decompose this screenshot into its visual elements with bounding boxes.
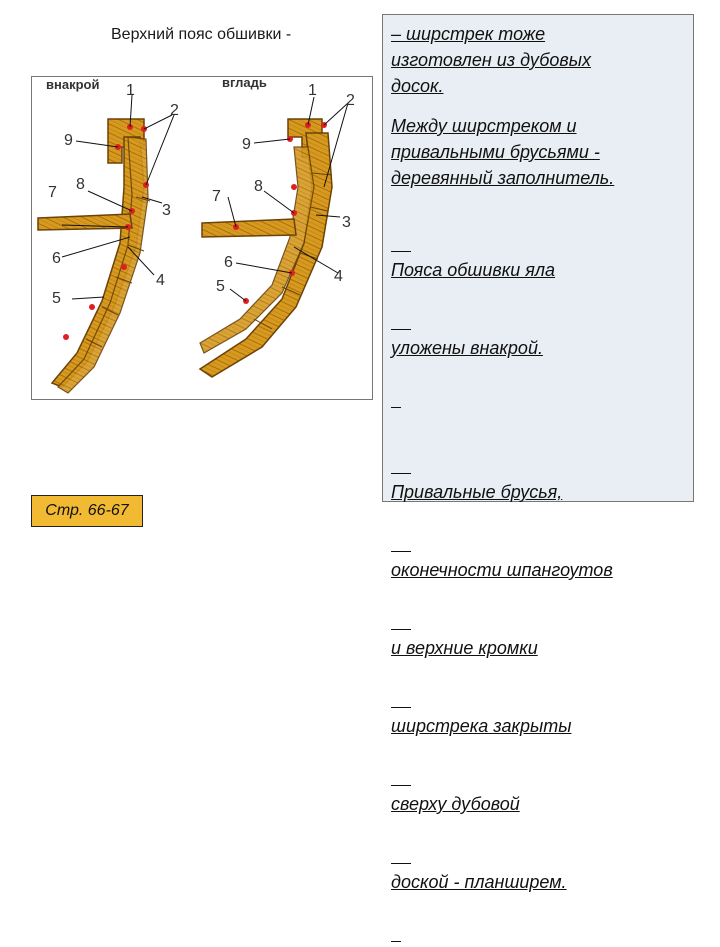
- label-l-5: 5: [52, 290, 61, 307]
- description-paragraph-3: Пояса обшивки яла уложены внакрой.: [391, 205, 689, 413]
- label-l-1: 1: [126, 82, 135, 99]
- description-paragraph-1: – ширстрек тоже изготовлен из дубовых до…: [391, 21, 689, 99]
- label-r-9: 9: [242, 136, 251, 153]
- label-r-6: 6: [224, 254, 233, 271]
- text-line: деревянный заполнитель.: [391, 168, 615, 188]
- description-paragraph-4: Привальные брусья, оконечности шпангоуто…: [391, 427, 689, 947]
- description-panel: – ширстрек тоже изготовлен из дубовых до…: [382, 14, 694, 892]
- label-r-5: 5: [216, 278, 225, 295]
- lapstrake-planks: [57, 136, 149, 394]
- description-paragraph-2: Между ширстреком и привальными брусьями …: [391, 113, 689, 191]
- label-r-4: 4: [334, 268, 343, 285]
- lapstrake-strake-lines: [85, 196, 151, 348]
- hull-section-diagram: внакрой вгладь: [37, 77, 355, 394]
- text-line: Пояса обшивки яла: [391, 260, 556, 280]
- text-line: и верхние кромки: [391, 638, 538, 658]
- text-line: – ширстрек тоже: [391, 24, 546, 44]
- text-line: Привальные брусья,: [391, 482, 563, 502]
- carvel-leaders: [227, 96, 349, 302]
- label-l-7: 7: [48, 184, 57, 201]
- text-line: Между ширстреком и: [391, 116, 577, 136]
- carvel-caption: вгладь: [222, 77, 267, 90]
- label-l-9: 9: [64, 132, 73, 149]
- label-l-4: 4: [156, 272, 165, 289]
- text-line: доской - планширем.: [391, 872, 567, 892]
- lapstrake-thwart: [37, 213, 133, 231]
- label-r-7: 7: [212, 188, 221, 205]
- label-r-3: 3: [342, 214, 351, 231]
- text-line: изготовлен из дубовых: [391, 50, 592, 70]
- text-line: досок.: [391, 76, 444, 96]
- label-r-8: 8: [254, 178, 263, 195]
- label-l-6: 6: [52, 250, 61, 267]
- label-l-8: 8: [76, 176, 85, 193]
- carvel-section: 1 2 9 7 8 3 6 5 4: [198, 82, 355, 378]
- text-line: ширстрека закрыты: [391, 716, 572, 736]
- page-title: Верхний пояс обшивки -: [111, 26, 292, 43]
- text-line: сверху дубовой: [391, 794, 520, 814]
- lapstrake-section: 1 2 9 7 8 3 6 4 5: [37, 82, 179, 394]
- text-line: привальными брусьями -: [391, 142, 600, 162]
- carvel-thwart: [201, 218, 297, 238]
- label-l-2: 2: [170, 102, 179, 119]
- carvel-frame: [199, 146, 315, 354]
- text-line: оконечности шпангоутов: [391, 560, 613, 580]
- label-l-3: 3: [162, 202, 171, 219]
- text-line: уложены внакрой.: [391, 338, 543, 358]
- lapstrake-caption: внакрой: [46, 77, 99, 92]
- page-reference-badge: Стр. 66-67: [31, 495, 143, 527]
- label-r-1: 1: [308, 82, 317, 99]
- label-r-2: 2: [346, 92, 355, 109]
- lapstrake-leaders: [61, 94, 175, 300]
- hull-section-figure: внакрой вгладь: [31, 76, 373, 400]
